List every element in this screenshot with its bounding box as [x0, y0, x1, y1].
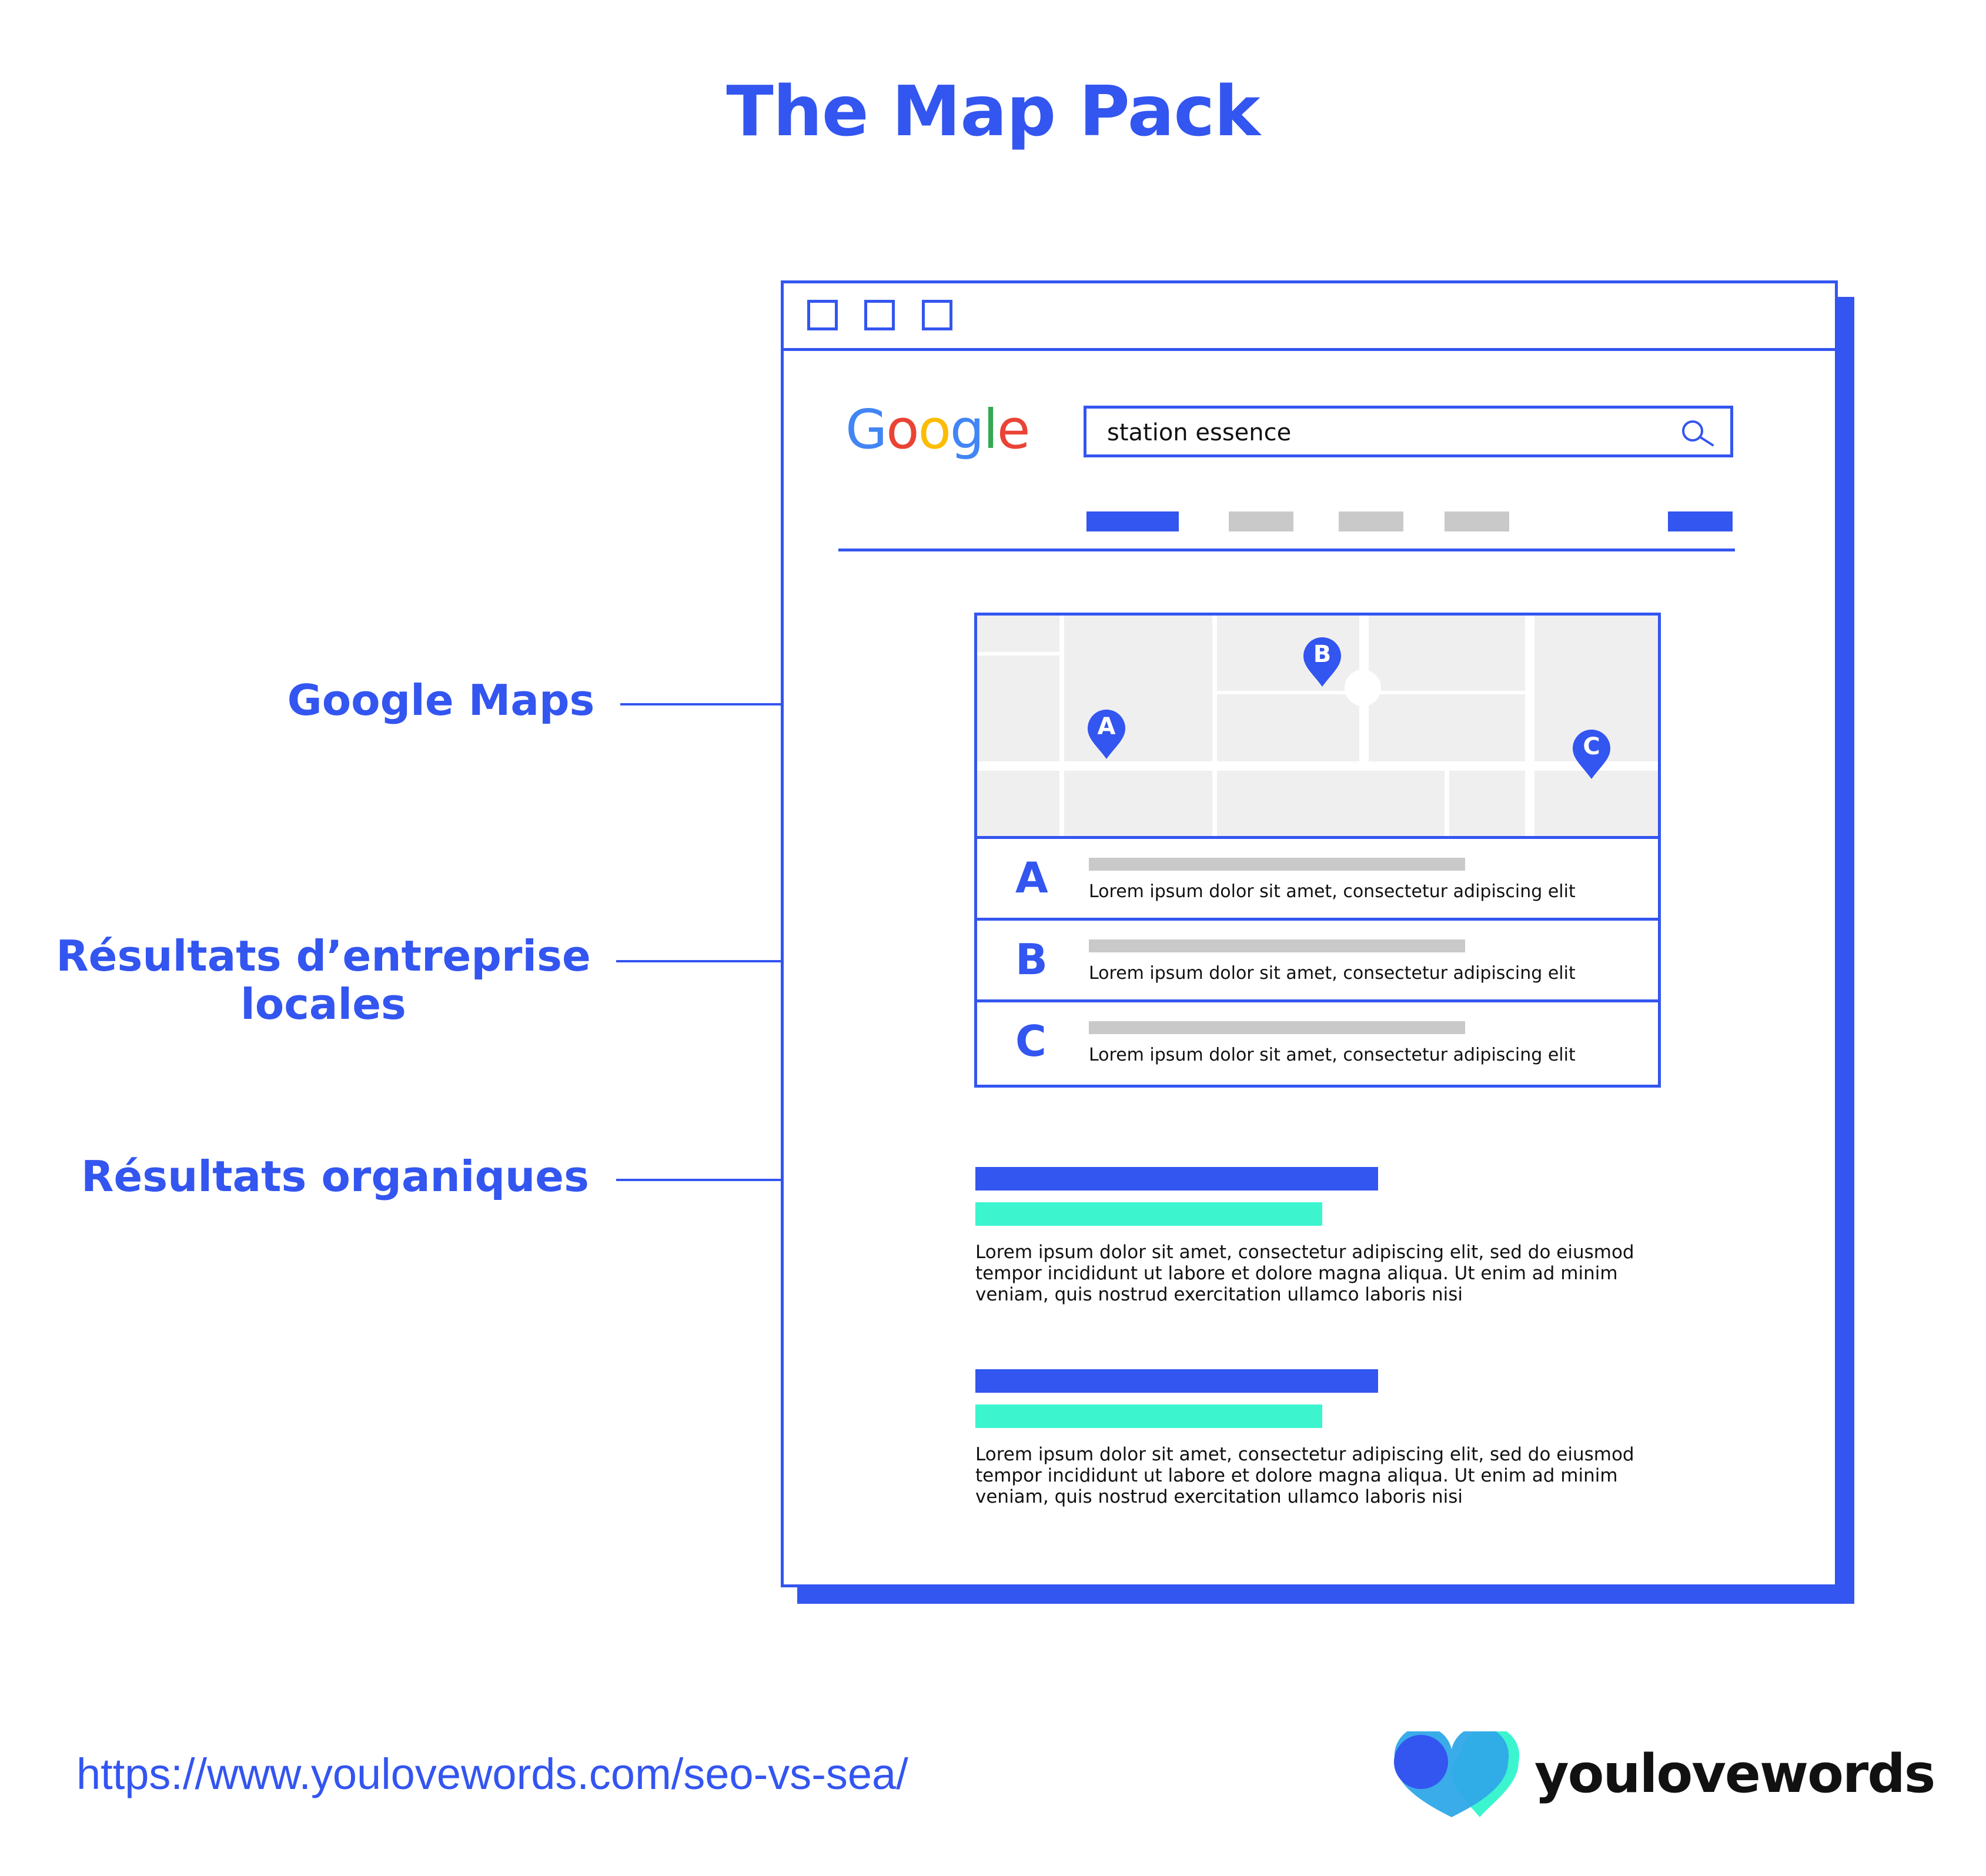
header-divider — [838, 549, 1735, 551]
local-result-letter: B — [1015, 935, 1048, 984]
organic-result-url-bar — [975, 1405, 1322, 1428]
search-icon[interactable] — [1677, 417, 1718, 450]
map-pin-label: B — [1313, 641, 1332, 668]
tab-item[interactable] — [1445, 511, 1509, 531]
local-result-title-bar — [1089, 939, 1465, 952]
tab-item[interactable] — [1339, 511, 1403, 531]
map-pin-b[interactable]: B — [1301, 636, 1343, 689]
map-pin-a[interactable]: A — [1085, 708, 1128, 761]
tab-item[interactable] — [1229, 511, 1293, 531]
leader-line-maps — [620, 703, 938, 705]
organic-result-title-bar[interactable] — [975, 1369, 1378, 1393]
organic-result-url-bar — [975, 1202, 1322, 1226]
local-result-title-bar — [1089, 858, 1465, 871]
local-result-letter: A — [1015, 853, 1048, 902]
map-pin-label: A — [1097, 713, 1116, 740]
local-result-text: Lorem ipsum dolor sit amet, consectetur … — [1089, 963, 1576, 984]
map-pack: A B C A Lorem ipsum dolor sit amet, cons… — [974, 613, 1661, 1088]
local-result-row[interactable]: B Lorem ipsum dolor sit amet, consectetu… — [977, 918, 1658, 1000]
leader-line-local — [616, 960, 934, 962]
organic-result-snippet: Lorem ipsum dolor sit amet, consectetur … — [975, 1444, 1634, 1507]
map-pin-c[interactable]: C — [1570, 728, 1613, 781]
search-query: station essence — [1107, 419, 1292, 446]
titlebar-divider — [784, 348, 1835, 351]
local-result-row[interactable]: A Lorem ipsum dolor sit amet, consectetu… — [977, 836, 1658, 918]
organic-result-snippet: Lorem ipsum dolor sit amet, consectetur … — [975, 1242, 1634, 1305]
tab-active[interactable] — [1086, 511, 1179, 531]
browser-window: Google station essence — [781, 280, 1838, 1587]
local-result-title-bar — [1089, 1021, 1465, 1034]
map-pin-label: C — [1583, 733, 1600, 760]
source-url-link[interactable]: https://www.youlovewords.com/seo-vs-sea/ — [76, 1750, 908, 1798]
heart-logo-icon — [1390, 1726, 1526, 1820]
label-organic-results: Résultats organiques — [81, 1152, 589, 1201]
window-button-icon[interactable] — [922, 300, 952, 330]
label-local-line2: locales — [240, 979, 406, 1029]
google-logo: Google — [845, 398, 1030, 461]
tab-tools[interactable] — [1668, 511, 1733, 531]
leader-line-organic — [616, 1179, 934, 1181]
page-title: The Map Pack — [726, 71, 1261, 152]
local-result-text: Lorem ipsum dolor sit amet, consectetur … — [1089, 1045, 1576, 1065]
local-result-text: Lorem ipsum dolor sit amet, consectetur … — [1089, 881, 1576, 902]
map-view[interactable]: A B C — [974, 613, 1661, 839]
window-button-icon[interactable] — [807, 300, 838, 330]
label-local-line1: Résultats d’entreprise — [56, 931, 591, 981]
brand-name: youlovewords — [1534, 1743, 1935, 1805]
search-input[interactable]: station essence — [1084, 406, 1733, 457]
window-button-icon[interactable] — [864, 300, 895, 330]
organic-result-title-bar[interactable] — [975, 1167, 1378, 1191]
label-google-maps: Google Maps — [287, 676, 595, 725]
local-result-row[interactable]: C Lorem ipsum dolor sit amet, consectetu… — [977, 999, 1658, 1082]
local-result-letter: C — [1015, 1016, 1047, 1066]
label-local-results: Résultats d’entreprise locales — [35, 932, 611, 1028]
